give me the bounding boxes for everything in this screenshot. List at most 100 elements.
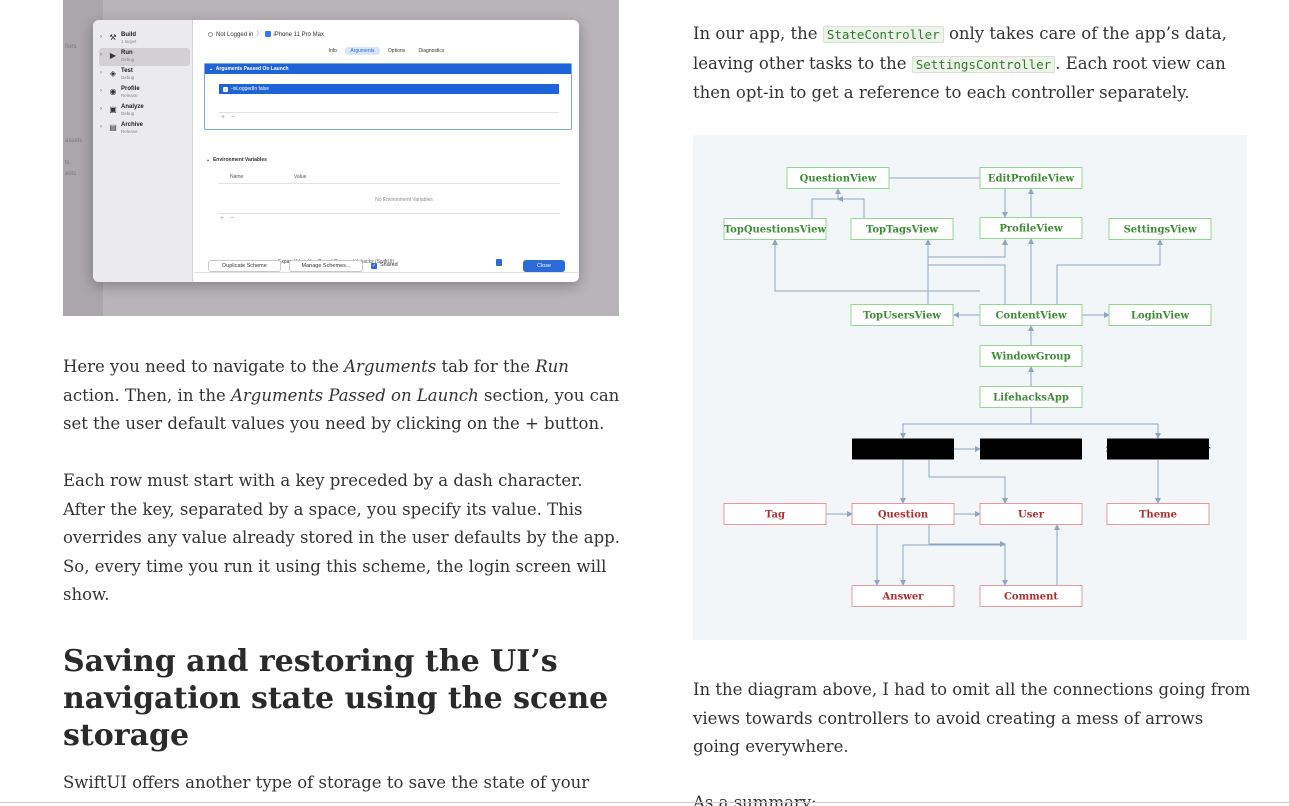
diagram-node-label: TopTagsView [866,225,938,236]
hammer-icon: ⚒ [109,33,117,42]
diagram-node-theme: Theme [1106,503,1210,525]
diagram-node-label: LoginView [1131,311,1190,322]
scheme-path: Not Logged in〉iPhone 11 Pro Max [208,29,324,38]
destination-name[interactable]: iPhone 11 Pro Max [273,32,324,38]
diagram-node-label: QuestionView [800,174,877,185]
diagram-arrow [928,525,1008,586]
page-bottom-divider [0,802,1289,803]
duplicate-scheme-button[interactable]: Duplicate Scheme [208,260,281,272]
add-remove-argument-buttons[interactable]: + − [221,114,238,121]
background-label: fiers [65,44,77,50]
arguments-section: ⌄ Arguments Passed On Launch ✓-isLoggedI… [204,63,572,130]
scheme-tabs: Info Arguments Options Diagnostics [194,47,579,55]
checkbox-checked-icon[interactable]: ✓ [223,87,228,92]
tab-diagnostics[interactable]: Diagnostics [418,48,445,54]
gauge-icon: ◉ [109,87,117,96]
background-label: assets [65,138,83,144]
env-empty-text: No Environment Variables [375,197,433,203]
section-heading: Saving and restoring the UI’s navigation… [63,644,609,753]
diagram-node-label: Theme [1139,510,1177,521]
diagram-node-lifehacks-app: LifehacksApp [979,386,1083,408]
code-state-controller: StateController [822,26,944,43]
diagram-node-question-view: QuestionView [786,167,890,189]
diagram-node-profile-view: ProfileView [979,217,1083,239]
diagram-node-settings-controller: SettingsController [1106,438,1211,460]
checkbox-checked-icon: ✓ [371,263,377,269]
diagram-arrow [900,408,1032,439]
diagram-arrow [925,239,1006,304]
shared-checkbox[interactable]: ✓Shared [371,262,398,269]
diagram-node-storage-controller: StorageController [980,438,1082,460]
diagram-node-label: Comment [1004,592,1058,603]
paragraph-scene-storage: SwiftUI offers another type of storage t… [63,773,590,806]
paragraph-arguments-tab: Here you need to navigate to the Argumen… [63,357,620,433]
architecture-diagram-svg: QuestionView EditProfileViewTopQuestionsV… [723,167,1212,607]
expand-variables-select[interactable]: Lifehacks (SwiftUI) [346,259,503,266]
diagram-node-answer: Answer [851,585,955,607]
diagram-node-label: ProfileView [999,224,1063,235]
analyze-icon: ▣ [109,105,117,114]
diagram-arrow [900,544,1006,607]
wrench-icon: ◈ [109,69,117,78]
paragraph-row-format: Each row must start with a key preceded … [63,471,620,604]
diagram-node-state-controller: StateController [852,438,954,460]
diagram-node-content-view: ContentView [979,304,1083,326]
diagram-node-label: StateController [860,445,948,456]
diagram-node-login-view: LoginView [1108,304,1212,326]
diagram-node-top-users-view: TopUsersView [850,304,954,326]
diagram-node-edit-profile-view: EditProfileView [979,167,1083,189]
diagram-node-question: Question [851,503,955,525]
diagram-node-tag: Tag [723,503,827,525]
diagram-node-settings-view: SettingsView [1108,218,1212,240]
arguments-section-header[interactable]: ⌄ Arguments Passed On Launch [205,64,571,74]
add-remove-env-buttons[interactable]: + − [220,215,237,222]
diagram-node-comment: Comment [979,585,1083,607]
tab-options[interactable]: Options [387,48,406,54]
background-label: ests [65,171,77,177]
diagram-node-window-group: WindowGroup [979,345,1083,367]
diagram-node-label: LifehacksApp [993,393,1069,404]
diagram-arrow [772,239,980,292]
diagram-node-label: StorageController [980,445,1082,456]
diagram-node-label: WindowGroup [990,352,1070,363]
diagram-arrow [1056,239,1163,304]
paragraph-summary: As a summary: [693,793,817,806]
manage-schemes-button[interactable]: Manage Schemes... [289,260,363,272]
device-icon [265,31,272,37]
tab-info[interactable]: Info [328,48,337,54]
diagram-node-top-tags-view: TopTagsView [850,218,954,240]
env-section-header[interactable]: ⌄ Environment Variables [206,157,267,163]
diagram-arrow [927,239,1008,304]
diagram-arrow [811,188,841,218]
diagram-node-label: Question [878,510,929,521]
argument-row[interactable]: ✓-isLoggedIn false [219,84,559,94]
diagram-node-label: ContentView [995,311,1067,322]
background-label: ts [65,160,70,166]
diagram-node-label: User [1018,510,1045,521]
scheme-editor-main: Not Logged in〉iPhone 11 Pro Max Info Arg… [194,20,579,282]
diagram-node-top-questions-view: TopQuestionsView [723,218,827,240]
diagram-node-label: SettingsController [1106,445,1211,456]
diagram-node-label: SettingsView [1124,225,1197,236]
paragraph-controllers: In our app, the StateController only tak… [693,24,1227,102]
tab-arguments[interactable]: Arguments [345,47,380,55]
diagram-arrow [928,460,1008,504]
code-settings-controller: SettingsController [911,55,1056,73]
diagram-node-label: Tag [765,510,785,521]
scheme-icon [208,32,213,37]
archive-icon: ▤ [109,123,117,132]
scheme-name[interactable]: Not Logged in [216,32,254,38]
paragraph-diagram-note: In the diagram above, I had to omit all … [693,680,1251,756]
close-button[interactable]: Close [523,260,565,272]
diagram-node-label: TopQuestionsView [724,225,827,236]
